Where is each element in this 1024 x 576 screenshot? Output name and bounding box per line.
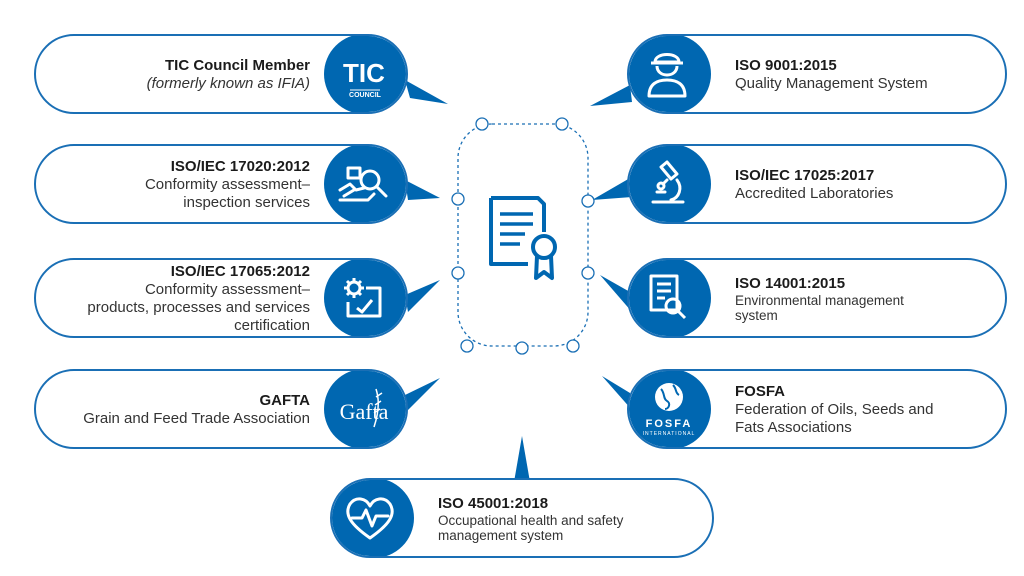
frame-handle[interactable]: [451, 266, 465, 280]
frame-handle[interactable]: [581, 194, 595, 208]
certificate-icon: [489, 196, 557, 280]
card-description: inspection services: [183, 193, 310, 211]
worker-helmet-icon: [647, 53, 687, 98]
pointer-tic: [405, 80, 448, 104]
pointer-17025: [592, 178, 632, 200]
pointer-14001: [600, 275, 632, 312]
card-title: GAFTA: [259, 391, 310, 409]
microscope-icon: [651, 160, 685, 204]
card-description: certification: [234, 316, 310, 334]
logo-sub: COUNCIL: [349, 92, 382, 99]
card-description: Federation of Oils, Seeds and: [735, 400, 934, 418]
card-title: ISO/IEC 17065:2012: [170, 262, 310, 280]
card-description: products, processes and services: [87, 298, 310, 316]
pointer-gafta: [405, 378, 440, 410]
card-title: TIC Council Member: [164, 56, 310, 74]
card-description: Fats Associations: [735, 418, 852, 436]
card-description: Quality Management System: [735, 74, 928, 92]
card-title: ISO 45001:2018: [438, 494, 549, 512]
card-description: Conformity assessment–: [144, 175, 310, 193]
gear-document-icon: [344, 278, 382, 318]
pointer-45001: [514, 436, 530, 482]
pointer-9001: [590, 85, 632, 106]
gafta-logo: Gafta: [340, 388, 389, 428]
card-title: ISO 14001:2015: [735, 274, 846, 292]
logo-sub: INTERNATIONAL: [643, 431, 696, 437]
frame-handle[interactable]: [566, 339, 580, 353]
worker-helmet-icon-badge: [629, 36, 711, 112]
frame-handle[interactable]: [581, 266, 595, 280]
card-description: Conformity assessment–: [144, 280, 310, 298]
tic-council-logo-badge: TIC COUNCIL: [324, 36, 406, 112]
card-description: Grain and Feed Trade Association: [83, 409, 310, 427]
frame-handle[interactable]: [451, 192, 465, 206]
card-description: system: [735, 307, 778, 323]
card-tic-council-member: TIC COUNCIL TIC Council Member(formerly k…: [34, 34, 408, 114]
logo-text: TIC: [343, 58, 385, 88]
gear-document-icon-badge: [324, 260, 406, 336]
frame-handle[interactable]: [460, 339, 474, 353]
card-description: (formerly known as IFIA): [146, 74, 310, 92]
report-magnifier-icon: [649, 274, 687, 320]
microscope-icon-badge: [629, 146, 711, 222]
heart-pulse-icon: [346, 497, 394, 540]
card-title: ISO 9001:2015: [735, 56, 837, 74]
selection-frame: [457, 123, 589, 347]
heart-pulse-icon-badge: [332, 480, 414, 556]
pointer-fosfa: [602, 376, 632, 410]
card-text: TIC Council Member(formerly known as IFI…: [56, 36, 310, 112]
card-description: Accredited Laboratories: [735, 184, 894, 202]
inspection-magnifier-icon-badge: [324, 146, 406, 222]
logo-text: FOSFA: [646, 418, 693, 430]
fosfa-globe-logo-badge: FOSFA INTERNATIONAL: [629, 371, 711, 447]
frame-handle[interactable]: [555, 117, 569, 131]
logo-text: Gafta: [340, 399, 389, 424]
frame-handle[interactable]: [515, 341, 529, 355]
card-title: ISO/IEC 17020:2012: [170, 157, 310, 175]
frame-handle[interactable]: [475, 117, 489, 131]
card-description: management system: [438, 527, 564, 543]
gafta-logo-badge: Gafta: [324, 371, 406, 447]
card-title: ISO/IEC 17025:2017: [735, 166, 875, 184]
fosfa-globe-logo: FOSFA INTERNATIONAL: [643, 383, 696, 437]
report-magnifier-icon-badge: [629, 260, 711, 336]
card-title: FOSFA: [735, 382, 786, 400]
pointer-17065: [405, 280, 440, 312]
tic-council-logo: TIC COUNCIL: [343, 58, 385, 99]
card-description: Environmental management: [735, 292, 904, 308]
pointer-17020: [405, 180, 440, 200]
inspection-magnifier-icon: [338, 166, 388, 202]
card-description: Occupational health and safety: [438, 512, 624, 528]
